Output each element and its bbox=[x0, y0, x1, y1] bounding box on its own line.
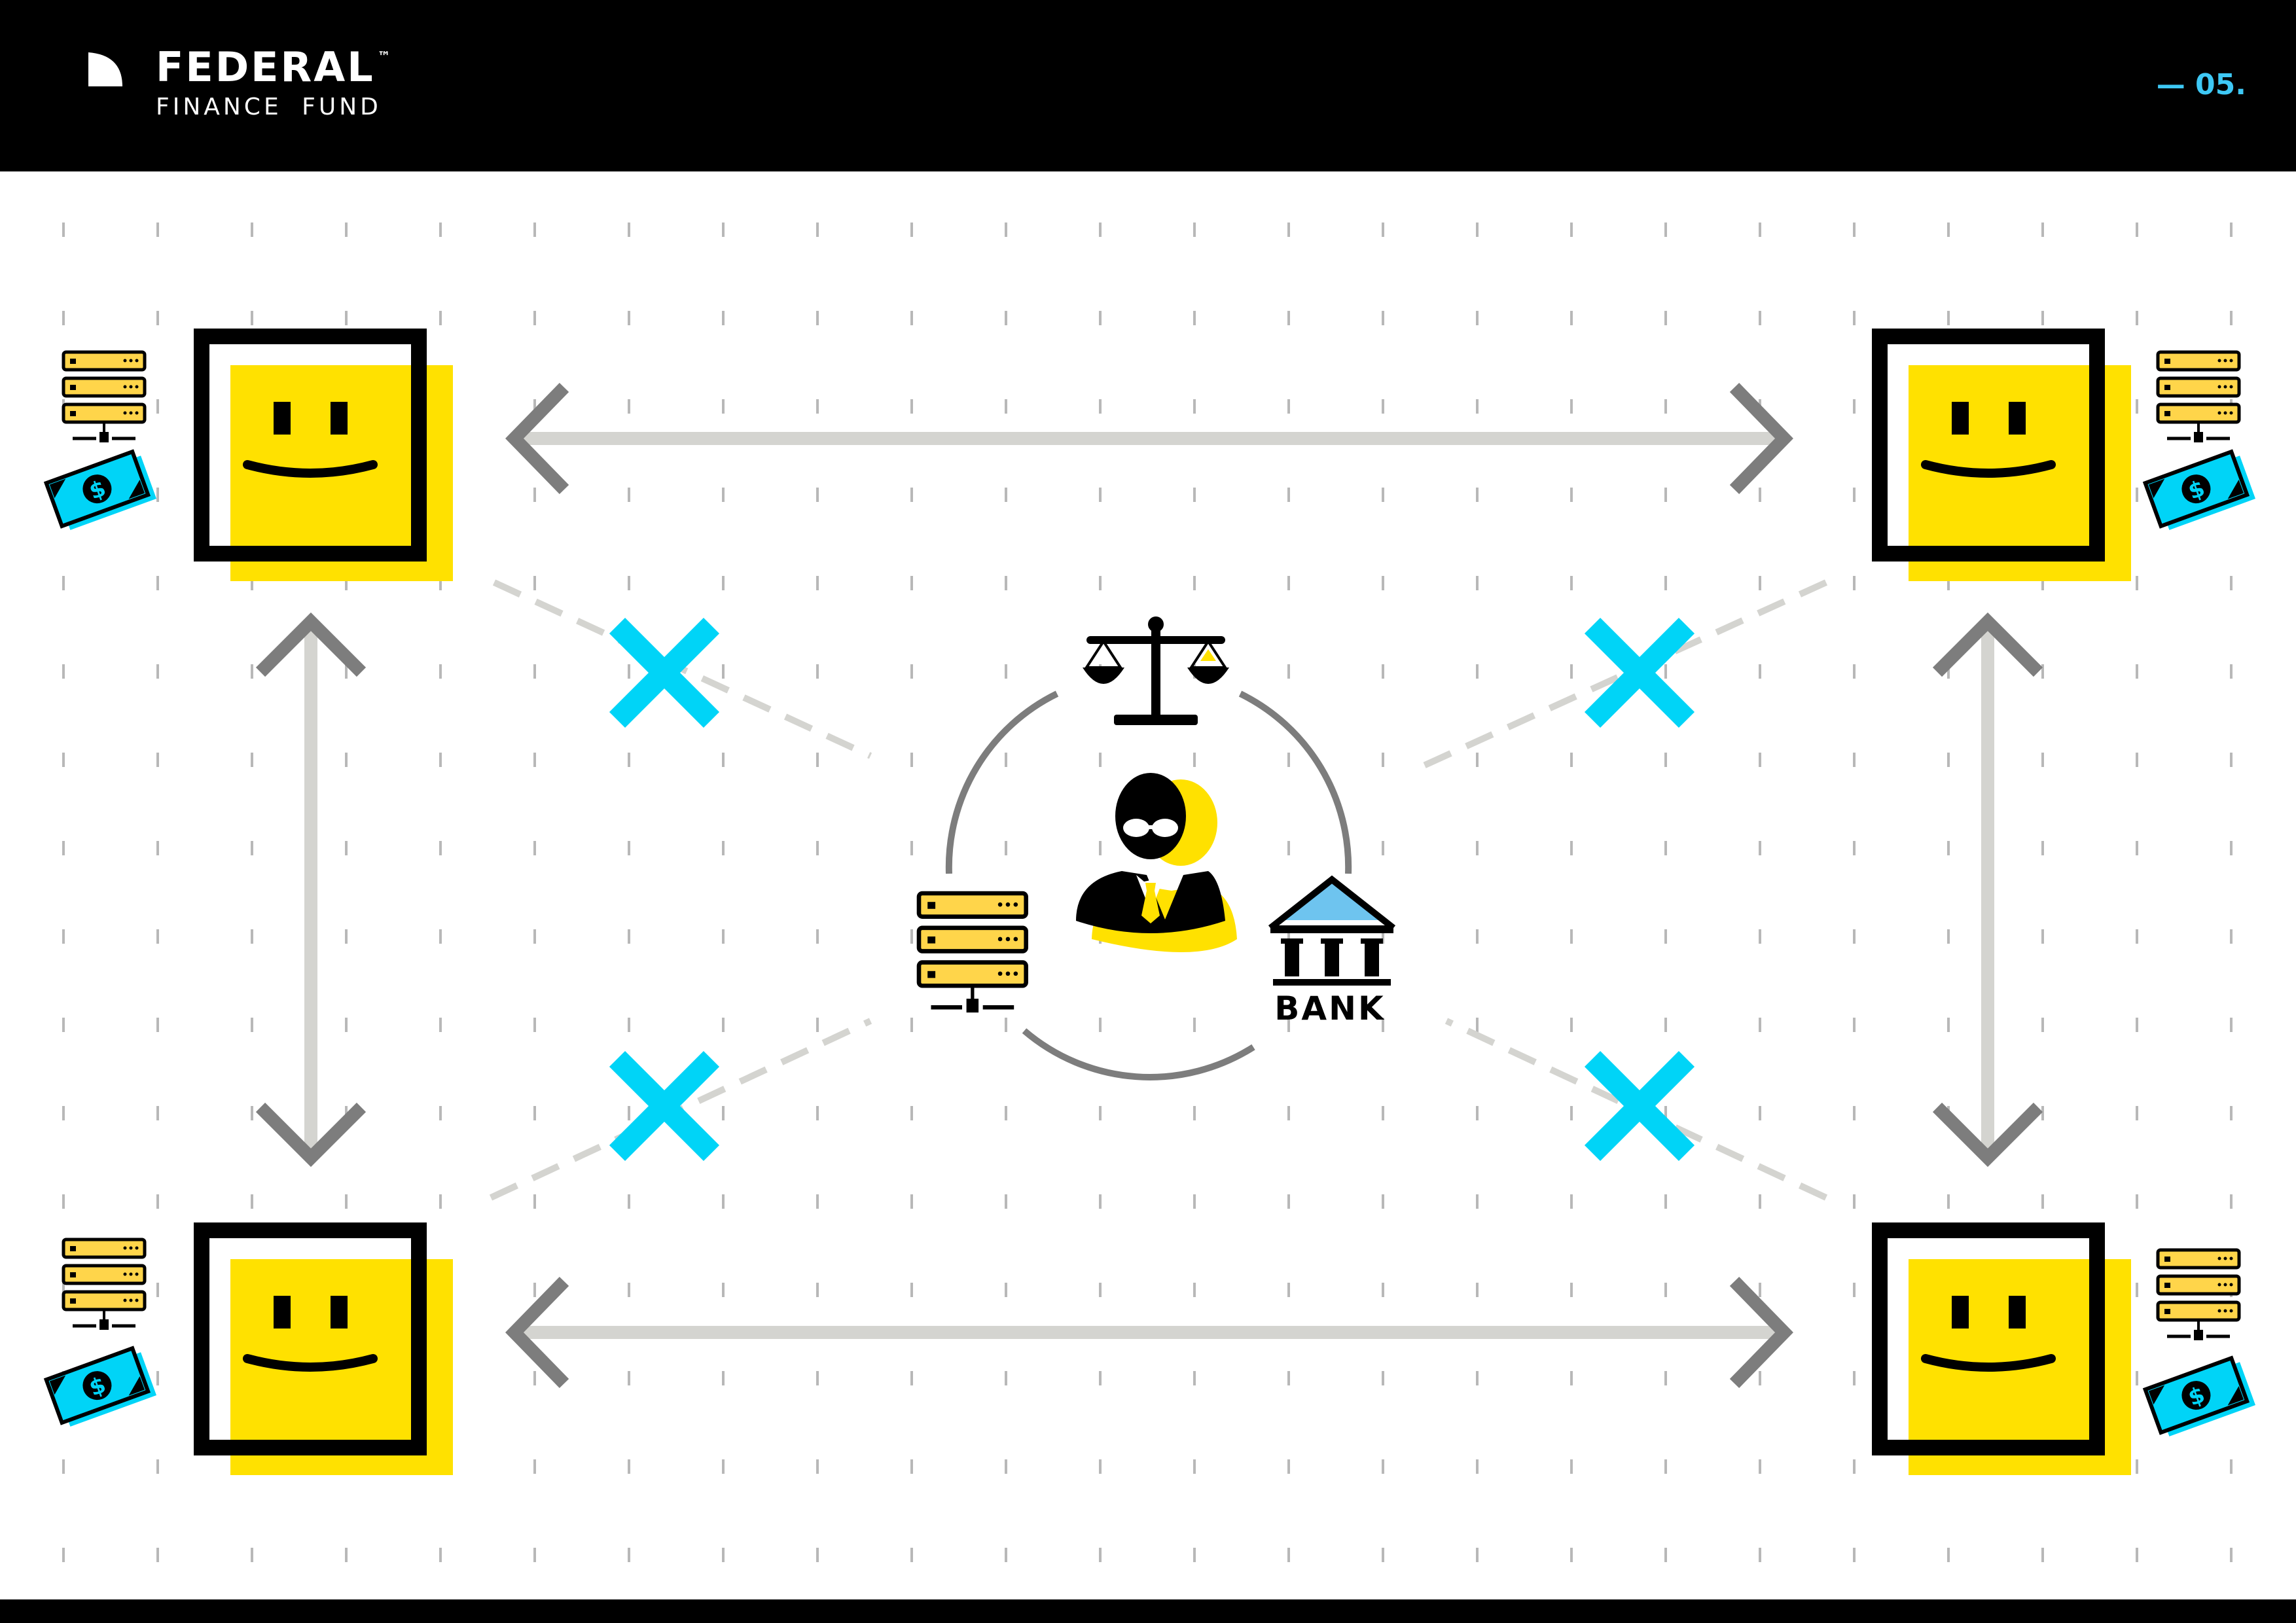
server-icon-center bbox=[919, 893, 1026, 1012]
background-grid bbox=[62, 223, 2233, 1562]
server-icon bbox=[2158, 352, 2239, 442]
money-icon bbox=[46, 450, 156, 532]
server-icon bbox=[63, 352, 145, 442]
brand-name: FEDERAL bbox=[156, 43, 375, 91]
server-icon bbox=[2158, 1250, 2239, 1340]
smiley-bottom-left bbox=[202, 1230, 453, 1475]
arrow-top-horizontal bbox=[505, 383, 1793, 494]
cross-icon bbox=[617, 626, 711, 720]
page-number: — 05. bbox=[2156, 68, 2246, 101]
central-authority-ring bbox=[945, 690, 1352, 1080]
footer-bar bbox=[0, 1599, 2296, 1623]
scales-icon bbox=[1083, 616, 1229, 725]
money-icon bbox=[2145, 1356, 2255, 1438]
arrow-bottom-horizontal bbox=[505, 1277, 1793, 1388]
smiley-top-left bbox=[202, 336, 453, 581]
smiley-bottom-right bbox=[1880, 1230, 2131, 1475]
money-icon bbox=[46, 1346, 156, 1429]
brand-subtitle: FINANCE FUND bbox=[156, 94, 382, 120]
smiley-top-right bbox=[1880, 336, 2131, 581]
bank-icon bbox=[1268, 875, 1396, 986]
cross-icon bbox=[1592, 626, 1687, 720]
cross-icon bbox=[1592, 1059, 1687, 1153]
bank-label: BANK bbox=[1274, 990, 1386, 1027]
server-icon bbox=[63, 1240, 145, 1330]
money-icon bbox=[2145, 450, 2255, 532]
trademark: ™ bbox=[377, 48, 391, 64]
cross-icon bbox=[617, 1059, 711, 1153]
arrow-right-vertical bbox=[1932, 612, 2043, 1168]
arrow-left-vertical bbox=[255, 612, 367, 1168]
logo-icon bbox=[88, 52, 122, 86]
banker-icon bbox=[1076, 773, 1237, 952]
